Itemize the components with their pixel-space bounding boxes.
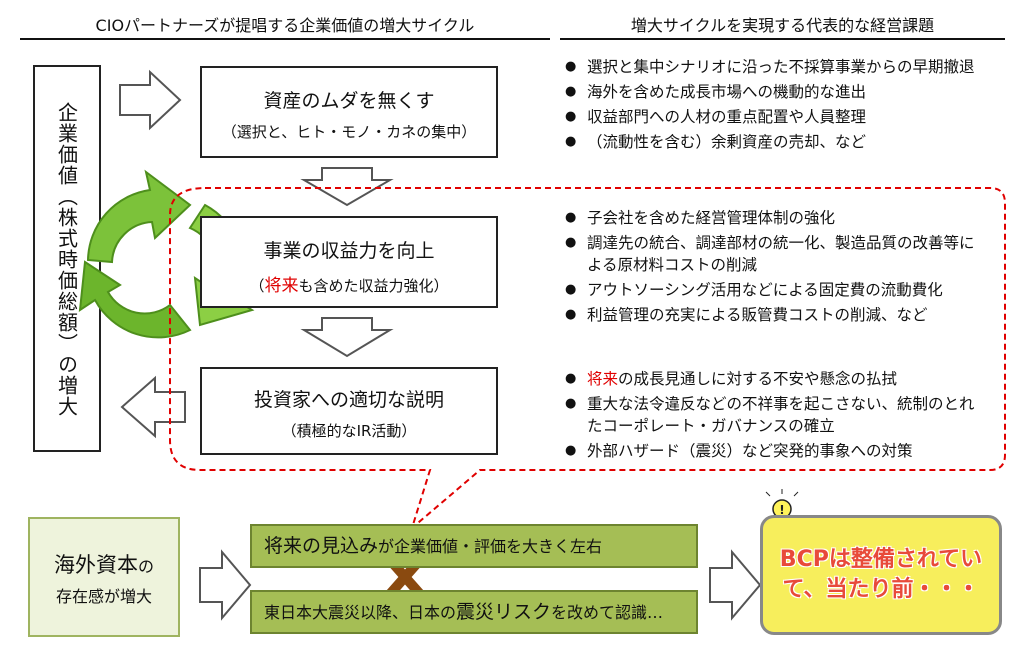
right-header: 増大サイクルを実現する代表的な経営課題 — [630, 16, 935, 35]
issue-item: 外部ハザード（震災）など突発的事象への対策 — [565, 440, 985, 462]
issues-group-1: 選択と集中シナリオに沿った不採算事業からの早期撤退 海外を含めた成長市場への機動… — [565, 56, 985, 156]
foreign-capital-line1: 海外資本の — [30, 549, 178, 579]
left-header-rule — [20, 38, 550, 40]
enterprise-value-label: 企業価値（株式時価総額）の増大 — [54, 102, 79, 417]
future-outlook-box: 将来の見込みが企業価値・評価を大きく左右 — [250, 524, 698, 568]
future-outlook-rest: が企業価値・評価を大きく左右 — [378, 537, 603, 556]
issue-item: 収益部門への人材の重点配置や人員整理 — [565, 106, 985, 128]
issue-item-text: の成長見通しに対する不安や懸念の払拭 — [618, 370, 898, 388]
issue-item: 海外を含めた成長市場への機動的な進出 — [565, 81, 985, 103]
foreign-capital-particle: の — [137, 557, 154, 576]
arrow-bottom-2 — [709, 549, 762, 621]
ir-title: 投資家への適切な説明 — [253, 389, 444, 411]
profitability-title: 事業の収益力を向上 — [263, 240, 435, 262]
profitability-subtitle-future: 将来 — [264, 276, 299, 296]
arrow-to-box1 — [119, 69, 182, 131]
bcp-box: BCPは整備されていて、当たり前・・・ — [760, 515, 1002, 635]
svg-text:!: ! — [779, 503, 784, 517]
future-outlook-label: 将来の見込み — [264, 535, 379, 557]
issue-item: 重大な法令違反などの不祥事を起こさない、統制のとれたコーポレート・ガバナンスの確… — [565, 393, 985, 437]
issue-future-highlight: 将来 — [587, 370, 619, 388]
reduce-waste-title: 資産のムダを無くす — [263, 90, 435, 112]
bcp-text: BCPは整備されていて、当たり前・・・ — [779, 547, 983, 602]
foreign-capital-line2: 存在感が増大 — [55, 587, 152, 606]
reduce-waste-box: 資産のムダを無くす （選択と、ヒト・モノ・カネの集中） — [200, 66, 498, 158]
foreign-capital-box: 海外資本の 存在感が増大 — [28, 517, 180, 637]
issue-item: 利益管理の充実による販管費コストの削減、など — [565, 304, 985, 326]
quake-risk-rest: を改めて認識… — [551, 603, 664, 622]
reduce-waste-subtitle: （選択と、ヒト・モノ・カネの集中） — [221, 123, 477, 141]
profitability-subtitle-rest: も含めた収益力強化） — [298, 277, 449, 295]
issues-group-2: 子会社を含めた経営管理体制の強化 調達先の統合、調達部材の統一化、製造品質の改善… — [565, 207, 985, 329]
right-header-rule — [560, 38, 1005, 40]
quake-risk-box: 東日本大震災以降、日本の震災リスクを改めて認識… — [250, 590, 698, 634]
profitability-subtitle-prefix: （ — [249, 277, 265, 295]
arrow-bottom-1 — [199, 549, 252, 621]
profitability-box: 事業の収益力を向上 （将来も含めた収益力強化） — [200, 216, 498, 308]
profitability-subtitle: （将来も含めた収益力強化） — [202, 271, 496, 296]
issue-item: 調達先の統合、調達部材の統一化、製造品質の改善等による原材料コストの削減 — [565, 232, 985, 276]
issues-group-3: 将来の成長見通しに対する不安や懸念の払拭 重大な法令違反などの不祥事を起こさない… — [565, 368, 985, 465]
issue-item: 選択と集中シナリオに沿った不採算事業からの早期撤退 — [565, 56, 985, 78]
issue-item: （流動性を含む）余剰資産の売却、など — [565, 131, 985, 153]
issue-item: 子会社を含めた経営管理体制の強化 — [565, 207, 985, 229]
issue-item: 将来の成長見通しに対する不安や懸念の払拭 — [565, 368, 985, 390]
foreign-capital-label: 海外資本 — [53, 553, 138, 577]
arrow-from-box3 — [120, 375, 186, 439]
quake-risk-prefix: 東日本大震災以降、日本の — [264, 603, 457, 622]
down-arrow-1 — [300, 167, 394, 207]
left-header: CIOパートナーズが提唱する企業価値の増大サイクル — [95, 16, 475, 35]
red-dashed-callout — [169, 187, 1006, 532]
ir-subtitle: （積極的なIR活動） — [281, 422, 417, 440]
ir-box: 投資家への適切な説明 （積極的なIR活動） — [200, 367, 498, 455]
down-arrow-2 — [300, 317, 394, 358]
issue-item: アウトソーシング活用などによる固定費の流動費化 — [565, 279, 985, 301]
quake-risk-label: 震災リスク — [456, 601, 552, 623]
